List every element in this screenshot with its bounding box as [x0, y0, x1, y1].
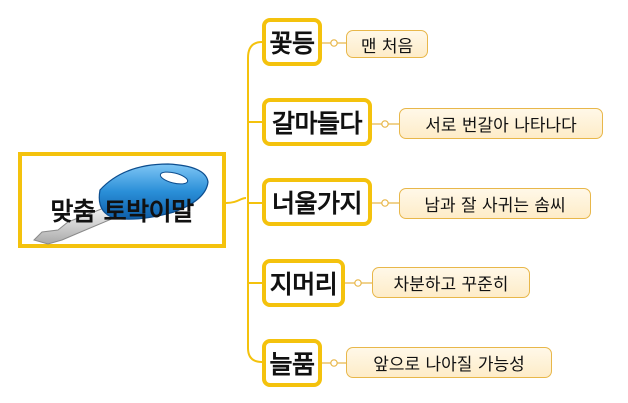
spine-bottom: [247, 347, 263, 363]
node-jimeori[interactable]: 지머리: [262, 259, 345, 307]
root-connector: [225, 197, 247, 204]
leaf-neulpum[interactable]: 앞으로 나아질 가능성: [346, 347, 552, 378]
node-neoulgaji[interactable]: 너울가지: [262, 178, 372, 226]
leaf-neoulgaji[interactable]: 남과 잘 사귀는 솜씨: [399, 188, 591, 219]
node-label: 갈마들다: [271, 109, 363, 138]
leaf-dot-4: [354, 279, 362, 287]
leaf-label: 앞으로 나아질 가능성: [373, 355, 525, 375]
leaf-dot-3: [381, 199, 389, 207]
key-icon: [33, 163, 209, 245]
leaf-label: 서로 번갈아 나타나다: [425, 116, 577, 136]
leaf-label: 남과 잘 사귀는 솜씨: [424, 196, 566, 216]
leaf-label: 차분하고 꾸준히: [393, 275, 509, 295]
node-label: 지머리: [269, 270, 338, 299]
leaf-dot-2: [381, 120, 389, 128]
leaf-dot-1: [330, 39, 338, 47]
node-label: 늘품: [269, 350, 315, 379]
leaf-jimeori[interactable]: 차분하고 꾸준히: [372, 267, 530, 298]
root-node[interactable]: 맞춤 토박이말: [18, 152, 226, 248]
node-galmadeulda[interactable]: 갈마들다: [262, 98, 372, 146]
leaf-label: 맨 처음: [360, 36, 414, 57]
spine-top: [247, 41, 263, 59]
node-label: 꽃등: [269, 29, 315, 58]
leaf-galmadeulda[interactable]: 서로 번갈아 나타나다: [399, 108, 603, 139]
node-kkotdeung[interactable]: 꽃등: [262, 18, 322, 66]
root-title: 맞춤 토박이말: [50, 197, 194, 226]
node-label: 너울가지: [271, 189, 363, 218]
node-neulpum[interactable]: 늘품: [262, 339, 322, 387]
leaf-kkotdeung[interactable]: 맨 처음: [346, 30, 428, 58]
leaf-dot-5: [330, 359, 338, 367]
